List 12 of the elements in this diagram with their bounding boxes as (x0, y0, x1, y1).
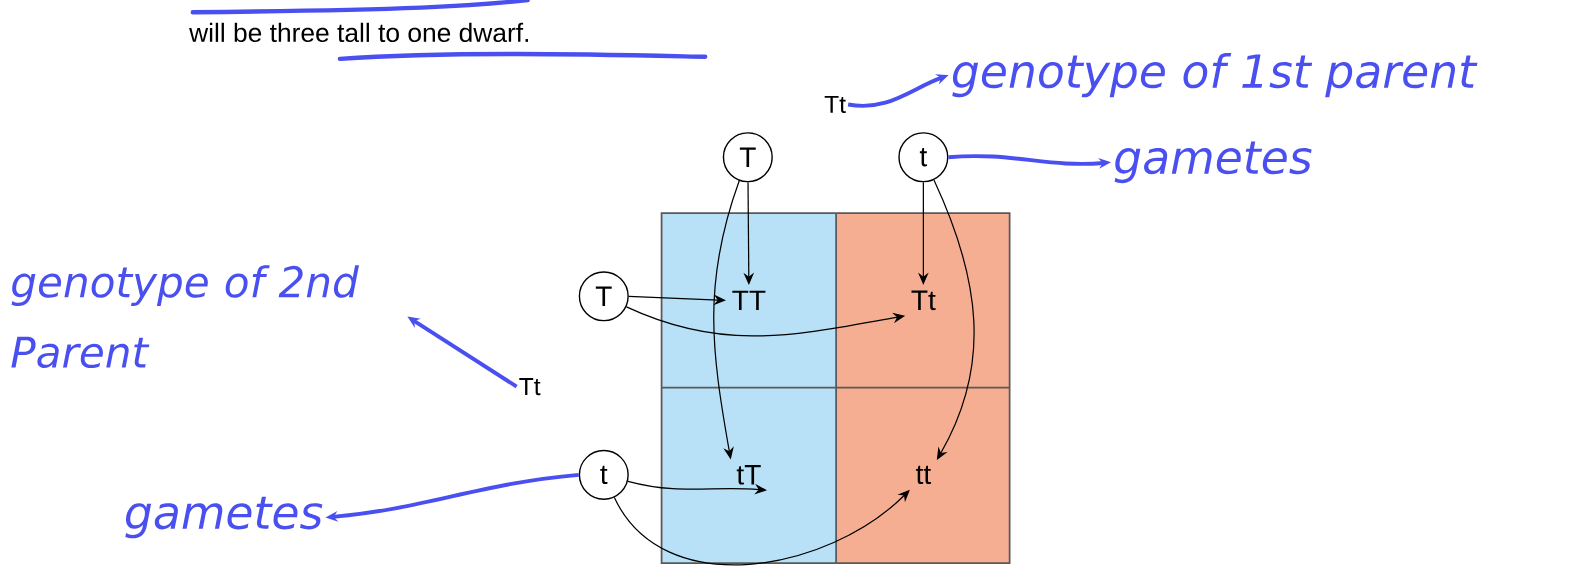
genotype-label: Tt (824, 95, 846, 114)
text-line: will be three tall to one dwarf. (189, 22, 528, 43)
genotype-text: tt (915, 465, 931, 485)
handwritten-note: gametes (125, 496, 323, 539)
handwritten-note: genotype of 2nd Parent (11, 265, 359, 369)
genotype-label: Tt (519, 378, 541, 396)
genotype-text: tT (736, 465, 761, 485)
handwritten-note: gametes (1114, 141, 1312, 184)
arrow (933, 179, 975, 460)
genotype-text: TT (732, 290, 766, 310)
genotype-text: Tt (911, 290, 936, 311)
handwritten-note: genotype of 1st parent (952, 52, 1478, 98)
